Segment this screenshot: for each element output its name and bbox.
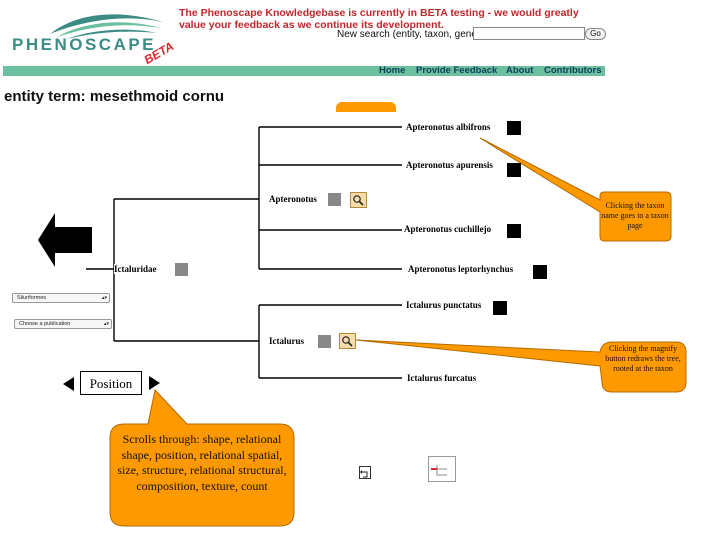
order-select-value: Siluriformes (17, 295, 47, 301)
nav-bar (3, 66, 605, 76)
position-box: Position (80, 371, 142, 395)
leaf-apteronotus-leptorhynchus[interactable]: Apteronotus leptorhynchus (408, 264, 514, 274)
callout-magnify: Clicking the magnify button redraws the … (605, 344, 681, 373)
publication-select-value: Choose a publication (19, 321, 71, 327)
position-prev-icon[interactable] (62, 376, 75, 392)
refresh-icon[interactable] (359, 466, 371, 479)
leaf-marker (507, 163, 521, 177)
leaf-ictalurus-furcatus[interactable]: Ictalurus furcatus (407, 373, 477, 383)
go-button[interactable]: Go (585, 28, 606, 40)
nav-contributors-link[interactable]: Contributors (544, 65, 602, 76)
ictalurus-node-marker[interactable] (318, 335, 331, 348)
leaf-marker (507, 121, 521, 135)
beta-notice: The Phenoscape Knowledgebase is currentl… (179, 7, 579, 31)
apteronotus-node-marker[interactable] (328, 193, 341, 206)
magnify-icon[interactable] (339, 333, 356, 349)
phenoscape-logo-waves (50, 14, 163, 39)
callout-tab-decoration (336, 102, 396, 112)
leaf-apteronotus-apurensis[interactable]: Apteronotus apurensis (406, 160, 493, 170)
leaf-apteronotus-albifrons[interactable]: Apteronotus albifrons (406, 122, 491, 132)
chevron-down-icon: ▴▾ (103, 321, 109, 327)
callout-scroll: Scrolls through: shape, relational shape… (117, 432, 287, 493)
back-arrow-icon (38, 213, 92, 267)
search-label: New search (entity, taxon, gene): (337, 29, 483, 40)
tree-layout-icon[interactable] (428, 456, 456, 482)
leaf-marker (507, 224, 521, 238)
chevron-down-icon: ▴▾ (101, 295, 107, 301)
nav-feedback-link[interactable]: Provide Feedback (416, 65, 498, 76)
position-next-icon[interactable] (148, 375, 161, 391)
callout-taxon-name: Clicking the taxon name goes to a taxon … (601, 201, 669, 230)
leaf-marker (533, 265, 547, 279)
leaf-marker (493, 301, 507, 315)
back-arrow-icon[interactable] (38, 213, 93, 267)
leaf-apteronotus-cuchillejo[interactable]: Apteronotus cuchillejo (404, 224, 492, 234)
taxon-root[interactable]: Ictaluridae (114, 264, 157, 274)
logo-text: PHENOSCAPE (12, 35, 157, 54)
magnify-icon[interactable] (350, 192, 367, 208)
page-title: entity term: mesethmoid cornu (4, 88, 225, 105)
nav-about-link[interactable]: About (506, 65, 534, 76)
nav-home-link[interactable]: Home (379, 65, 406, 76)
publication-select[interactable]: Choose a publication ▴▾ (14, 319, 112, 329)
leaf-ictalurus-punctatus[interactable]: Ictalurus punctatus (406, 300, 482, 310)
order-select[interactable]: Siluriformes ▴▾ (12, 293, 110, 303)
root-node-marker[interactable] (175, 263, 188, 276)
clade-ictalurus[interactable]: Ictalurus (269, 336, 305, 346)
search-input[interactable] (473, 27, 585, 40)
clade-apteronotus[interactable]: Apteronotus (269, 194, 317, 204)
